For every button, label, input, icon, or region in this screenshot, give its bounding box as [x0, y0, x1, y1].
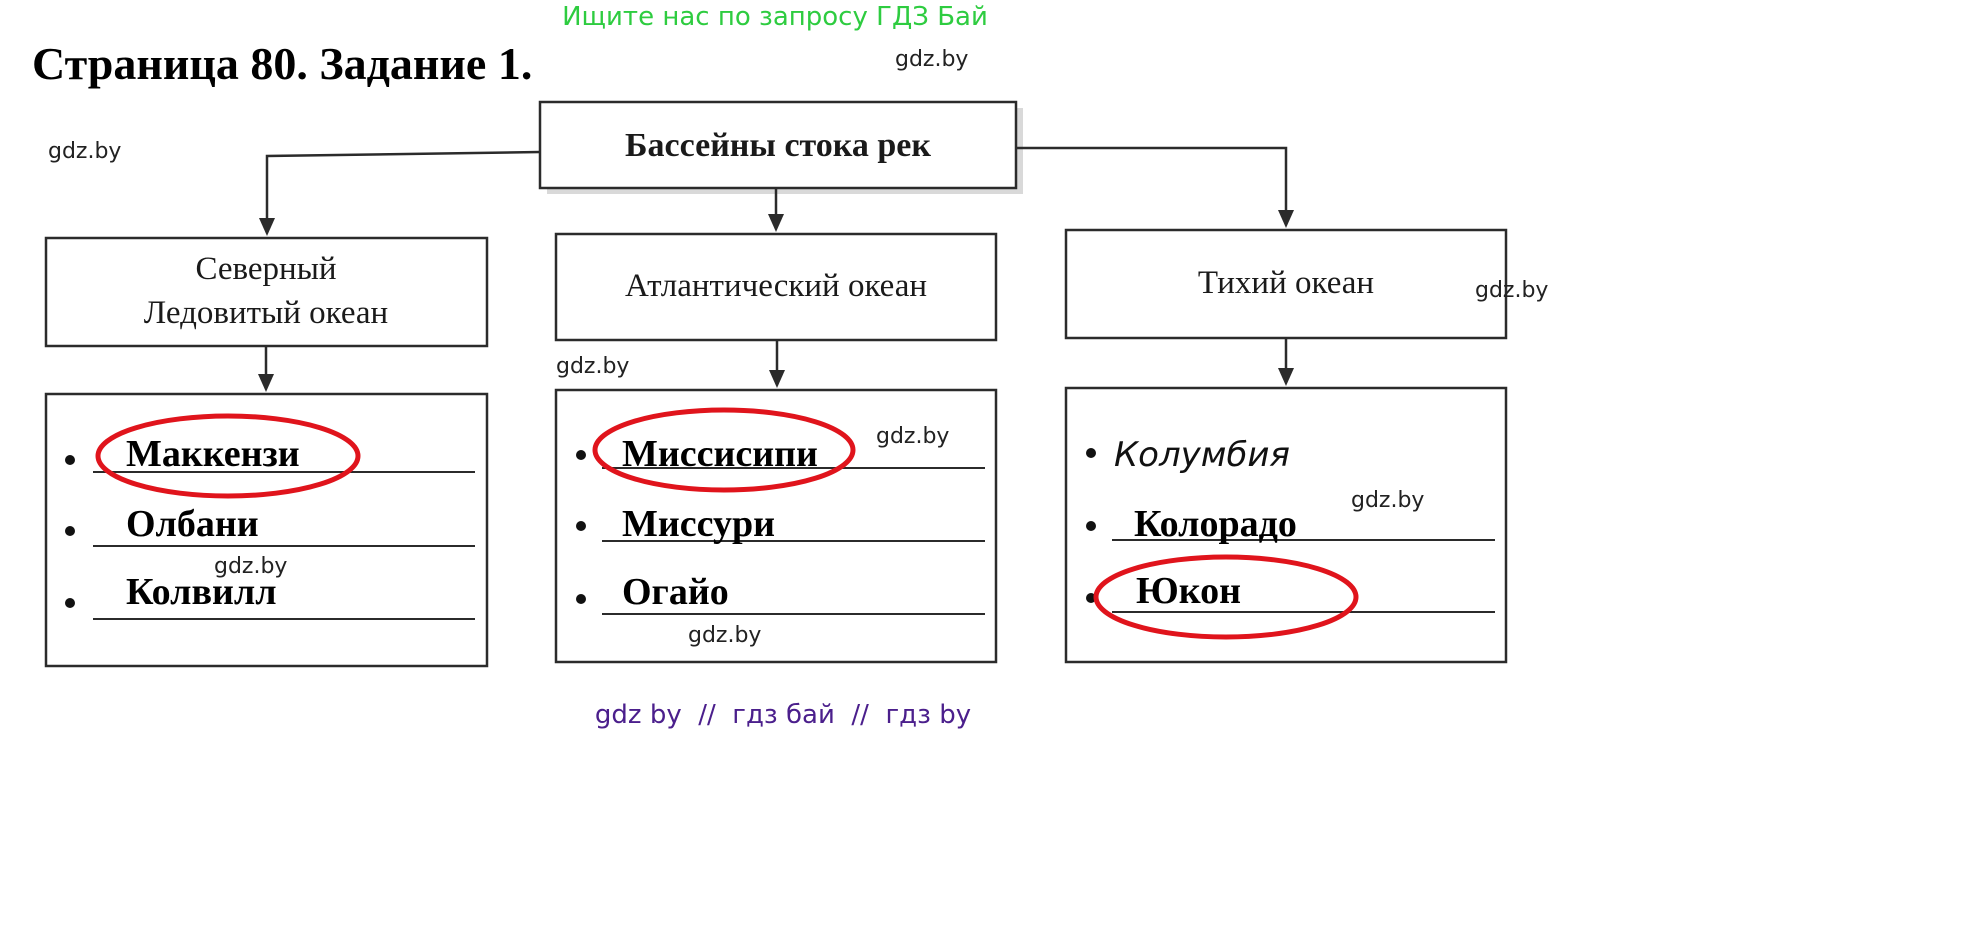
ocean-label-line: Северный — [195, 251, 336, 287]
ocean-node-arctic: Северный Ледовитый океан — [44, 236, 489, 348]
river-list-atlantic: Миссисипи Миссури Огайо — [554, 388, 998, 664]
root-node: Бассейны стока рек — [538, 100, 1023, 194]
river-name: Колорадо — [1134, 503, 1297, 545]
answer-circle — [1093, 554, 1359, 640]
arrow-right — [1278, 210, 1294, 228]
arrow-middle — [768, 214, 784, 232]
ocean-label-line: Ледовитый океан — [144, 295, 388, 331]
river-name-handwritten: Колумбия — [1114, 435, 1290, 475]
river-name: Маккензи — [126, 433, 300, 475]
ocean-label-line: Атлантический океан — [625, 268, 927, 304]
ocean-node-pacific: Тихий океан — [1064, 228, 1508, 340]
watermark: gdz.by — [688, 623, 762, 648]
river-list-arctic: Маккензи Олбани Колвилл — [44, 392, 489, 668]
answer-circle — [95, 413, 361, 499]
watermark: gdz.by — [48, 139, 122, 164]
ocean-node-atlantic: Атлантический океан — [554, 232, 998, 342]
answer-circle — [592, 407, 856, 493]
watermark: gdz.by — [1351, 488, 1425, 513]
watermark: gdz.by — [214, 554, 288, 579]
river-name: Миссисипи — [622, 433, 818, 475]
connector-right — [1016, 146, 1288, 214]
river-name: Олбани — [126, 503, 259, 545]
page-title: Страница 80. Задание 1. — [32, 38, 533, 89]
river-name: Юкон — [1136, 570, 1241, 612]
ocean-label-line: Тихий океан — [1198, 265, 1374, 301]
watermark: gdz.by — [1475, 278, 1549, 303]
watermark: gdz.by — [556, 354, 630, 379]
arrow-left — [259, 218, 275, 236]
river-name: Миссури — [622, 503, 775, 545]
search-banner[interactable]: Ищите нас по запросу ГДЗ Бай — [562, 2, 988, 32]
connector-left — [265, 150, 541, 222]
watermark: gdz.by — [876, 424, 950, 449]
watermark: gdz.by — [895, 47, 969, 72]
footer-links[interactable]: gdz by // гдз бай // гдз by — [594, 700, 972, 730]
river-name: Огайо — [622, 571, 729, 613]
connectors — [258, 146, 1294, 392]
river-name: Колвилл — [126, 571, 277, 613]
river-list-pacific: Колумбия Колорадо Юкон — [1064, 386, 1508, 664]
root-label: Бассейны стока рек — [625, 127, 931, 164]
